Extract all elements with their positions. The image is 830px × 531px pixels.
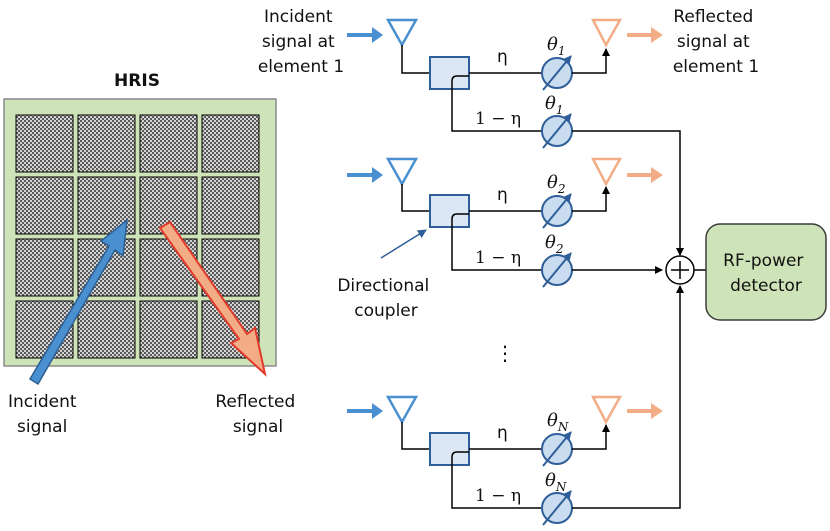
eta-label: η: [497, 423, 508, 443]
phase-shifter-arrow: [542, 252, 572, 288]
svg-text:Incident signal at ele: Incident signal at element 1: [258, 7, 344, 77]
incident-arrow-small: [347, 167, 383, 183]
coupler-port: [451, 213, 469, 227]
incident-at-element1-line3: element 1: [258, 57, 344, 77]
wire: [401, 45, 430, 74]
one-minus-eta-label: 1 − η: [475, 109, 521, 129]
wire: [572, 186, 610, 212]
reflected-arrow-small: [627, 403, 663, 419]
hris-reflected-label-line2: signal: [233, 417, 283, 437]
hris-title: HRIS: [114, 71, 160, 91]
incident-at-element1-line2: signal at: [262, 32, 335, 52]
hris-incident-label-line2: signal: [17, 417, 67, 437]
coupler-port: [451, 75, 469, 89]
reflect-antenna: [590, 18, 623, 48]
theta-label: θN: [545, 470, 567, 494]
reflected-arrow-small: [627, 167, 663, 183]
hris-element-tile: [15, 114, 74, 173]
coupler-label-line1: Directional: [337, 276, 429, 296]
directional-coupler[interactable]: [429, 194, 470, 228]
branch-n: η θN 1 − η θN: [347, 285, 684, 526]
eta-label: η: [497, 47, 508, 67]
hris-element-grid: [15, 114, 260, 359]
reflected-arrow: [158, 220, 267, 377]
theta-label: θ1: [547, 34, 565, 58]
phase-shifter-arrow: [542, 55, 572, 91]
wire: [572, 48, 610, 74]
hris-element-tile: [77, 114, 136, 173]
coupler-pointer-arrow: [380, 229, 427, 259]
directional-coupler[interactable]: [429, 56, 470, 90]
receive-antenna: [385, 157, 419, 187]
hris-element-tile: [15, 238, 74, 297]
wire: [451, 227, 542, 271]
hris-incident-label-line1: Incident: [8, 392, 77, 412]
rf-power-detector[interactable]: [705, 223, 827, 321]
hris-element-tile: [15, 176, 74, 235]
incident-arrow-small: [347, 27, 383, 43]
reflected-at-element1-line2: signal at: [677, 32, 750, 52]
theta-label: θN: [547, 410, 569, 434]
phase-shifter-arrow: [542, 431, 572, 467]
svg-text:RF-power detector: RF-power detector: [723, 251, 809, 296]
reflected-at-element1-line1: Reflected: [673, 7, 753, 27]
coupler-port: [451, 451, 469, 465]
hris-element-tile: [139, 114, 198, 173]
directional-coupler[interactable]: [429, 432, 470, 466]
phase-shifter-arrow: [542, 193, 572, 229]
eta-label: η: [497, 185, 508, 205]
hris-reflected-label-line1: Reflected: [215, 392, 295, 412]
branch-1: η θ1 1 − η θ1: [347, 18, 684, 256]
ellipsis: ⋮: [495, 341, 515, 365]
coupler-label-line2: coupler: [354, 301, 417, 321]
phase-shifter-arrow: [542, 490, 572, 526]
receive-antenna: [385, 395, 419, 425]
theta-label: θ2: [547, 172, 565, 196]
reflect-antenna: [590, 395, 623, 425]
svg-text:Incident signal: Incident signal: [8, 392, 82, 437]
power-combiner: [665, 255, 695, 285]
hris-element-tile: [77, 300, 136, 359]
hris-element-tile: [77, 238, 136, 297]
theta-label: θ1: [545, 93, 563, 117]
wire: [401, 422, 430, 450]
hris-element-tile: [139, 300, 198, 359]
receive-antenna: [385, 18, 419, 48]
reflect-antenna: [590, 157, 623, 187]
one-minus-eta-label: 1 − η: [475, 248, 521, 268]
hris-element-tile: [201, 176, 260, 235]
incident-arrow-small: [347, 403, 383, 419]
wire: [572, 424, 610, 450]
one-minus-eta-label: 1 − η: [475, 486, 521, 506]
reflected-at-element1-line3: element 1: [673, 57, 759, 77]
wire: [451, 465, 542, 509]
detector-label-line1: RF-power: [723, 251, 803, 271]
wire: [451, 89, 542, 132]
phase-shifter-arrow: [542, 113, 572, 149]
branch-2: η θ2 1 − η θ2: [347, 157, 663, 288]
wire: [401, 184, 430, 212]
svg-text:Reflected signal: Reflected signal: [215, 392, 300, 437]
hris-element-tile: [201, 114, 260, 173]
svg-text:Directional coupler: Directional coupler: [337, 276, 434, 321]
reflected-arrow-small: [627, 27, 663, 43]
incident-arrow: [28, 218, 128, 386]
detector-label-line2: detector: [730, 276, 802, 296]
incident-at-element1-line1: Incident: [264, 7, 333, 27]
theta-label: θ2: [545, 232, 563, 256]
wire: [572, 130, 684, 256]
wire: [572, 285, 684, 509]
svg-text:Reflected signal at el: Reflected signal at element 1: [673, 7, 759, 77]
